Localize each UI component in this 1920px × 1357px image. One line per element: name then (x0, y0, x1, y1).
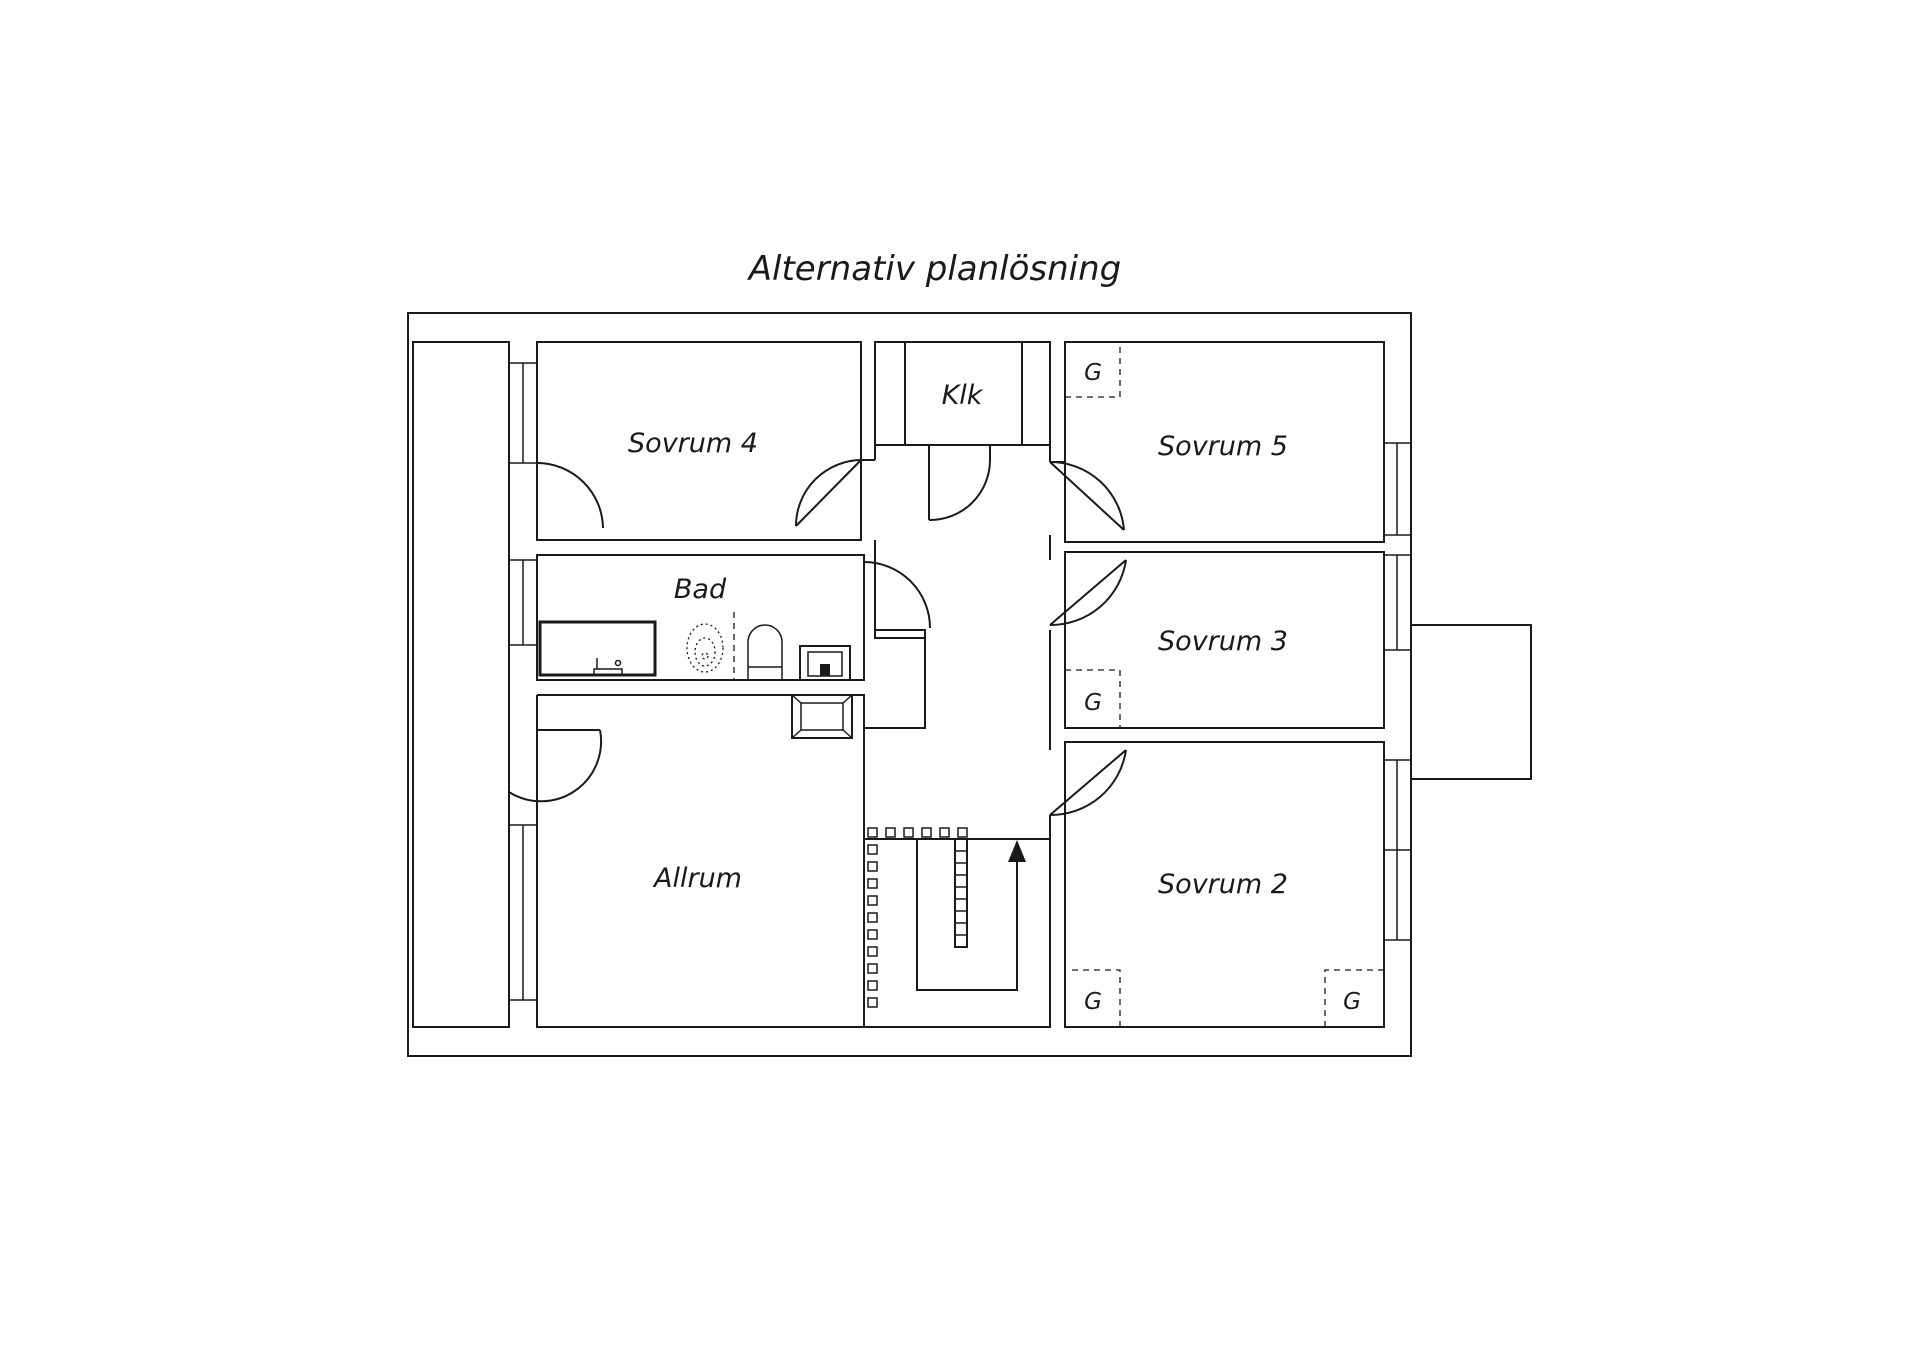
room-hall (863, 540, 1051, 1028)
room-allrum (536, 630, 926, 1028)
railing-baluster (939, 827, 950, 838)
window-sovrum-4 (508, 362, 538, 464)
door-sovrum-4 (536, 462, 604, 529)
shower-icon (791, 694, 853, 739)
window-sovrum-2 (1383, 759, 1412, 941)
svg-text:G: G (1343, 989, 1361, 1015)
railing-baluster (903, 827, 914, 838)
door-sovrum-3 (1049, 559, 1127, 627)
toilet-icon (747, 624, 783, 680)
room-klk (874, 341, 1051, 446)
label-allrum: Allrum (652, 863, 742, 894)
sink-icon (799, 645, 851, 681)
label-sovrum-3: Sovrum 3 (1158, 626, 1288, 657)
railing-baluster (957, 827, 968, 838)
railing-baluster (867, 912, 878, 923)
left-balcony (412, 341, 510, 1028)
door-sovrum-2 (1049, 749, 1127, 817)
railing-baluster (867, 929, 878, 940)
door-bad (863, 561, 931, 629)
door-klk (928, 445, 991, 522)
window-bad (508, 559, 538, 646)
svg-text:G: G (1084, 989, 1102, 1015)
door-sovrum-4-hall (795, 459, 863, 527)
door-sovrum-5 (1049, 460, 1125, 531)
closet-sovrum-2-right: G (1324, 969, 1384, 1027)
outer-wall (407, 312, 1412, 1057)
closet-sovrum-2-left: G (1072, 969, 1121, 1027)
railing-baluster (867, 895, 878, 906)
svg-text:G: G (1084, 690, 1102, 716)
label-bad: Bad (674, 574, 727, 605)
plan-title: Alternativ planlösning (747, 249, 1122, 289)
railing-baluster (867, 878, 878, 889)
closet-sovrum-3: G (1065, 669, 1121, 728)
window-sovrum-5 (1383, 442, 1412, 536)
railing-baluster (885, 827, 896, 838)
label-sovrum-5: Sovrum 5 (1158, 431, 1288, 462)
railing-baluster (867, 997, 878, 1008)
railing-baluster (867, 946, 878, 957)
bathtub-icon (538, 620, 657, 677)
window-allrum (508, 824, 538, 1001)
door-allrum (508, 729, 603, 803)
closet-sovrum-5: G (1065, 342, 1121, 398)
bidet-icon (686, 623, 724, 673)
stair-arrow-icon (1008, 840, 1026, 862)
right-balcony (1411, 624, 1532, 780)
svg-text:G: G (1084, 360, 1102, 386)
railing-baluster (867, 844, 878, 855)
railing-baluster (867, 980, 878, 991)
stair-railing (867, 827, 968, 1008)
label-klk: Klk (942, 380, 984, 411)
label-sovrum-2: Sovrum 2 (1158, 869, 1288, 900)
railing-baluster (867, 861, 878, 872)
railing-baluster (921, 827, 932, 838)
window-sovrum-3 (1383, 554, 1412, 651)
label-sovrum-4: Sovrum 4 (628, 428, 758, 459)
railing-baluster (867, 963, 878, 974)
railing-baluster (867, 827, 878, 838)
stair (916, 838, 1026, 991)
